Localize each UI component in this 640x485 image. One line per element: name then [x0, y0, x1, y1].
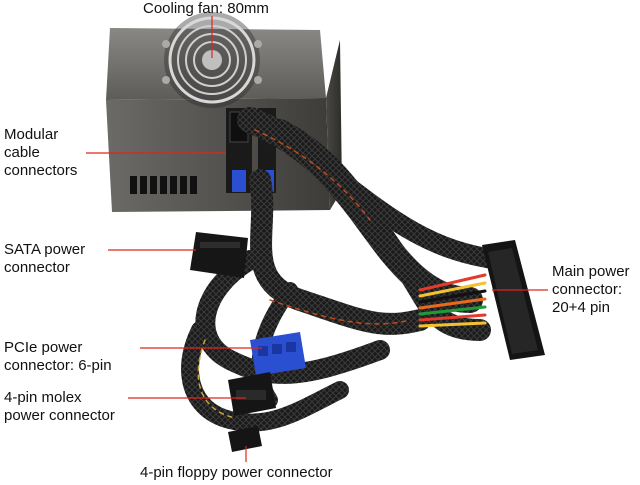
- label-sata-power-connector: SATA power connector: [4, 241, 86, 276]
- cable-bundle: [181, 107, 510, 432]
- vent-slots: [130, 176, 197, 194]
- main-power-connector: [482, 240, 545, 360]
- floppy-connector: [228, 426, 262, 452]
- label-pcie-power-connector: PCIe power connector: 6-pin: [4, 339, 112, 374]
- label-molex-power-connector: 4-pin molex power connector: [4, 389, 115, 424]
- label-cooling-fan: Cooling fan: 80mm: [143, 0, 269, 17]
- label-modular-cable-connectors: Modular cable connectors: [4, 126, 78, 179]
- label-main-power-connector: Main power connector: 20+4 pin: [552, 263, 630, 316]
- molex-connector: [228, 372, 276, 416]
- leader-lines: [86, 16, 548, 462]
- pcie-connector: [250, 332, 306, 376]
- label-floppy-power-connector: 4-pin floppy power connector: [140, 464, 333, 481]
- sata-connector: [190, 232, 248, 278]
